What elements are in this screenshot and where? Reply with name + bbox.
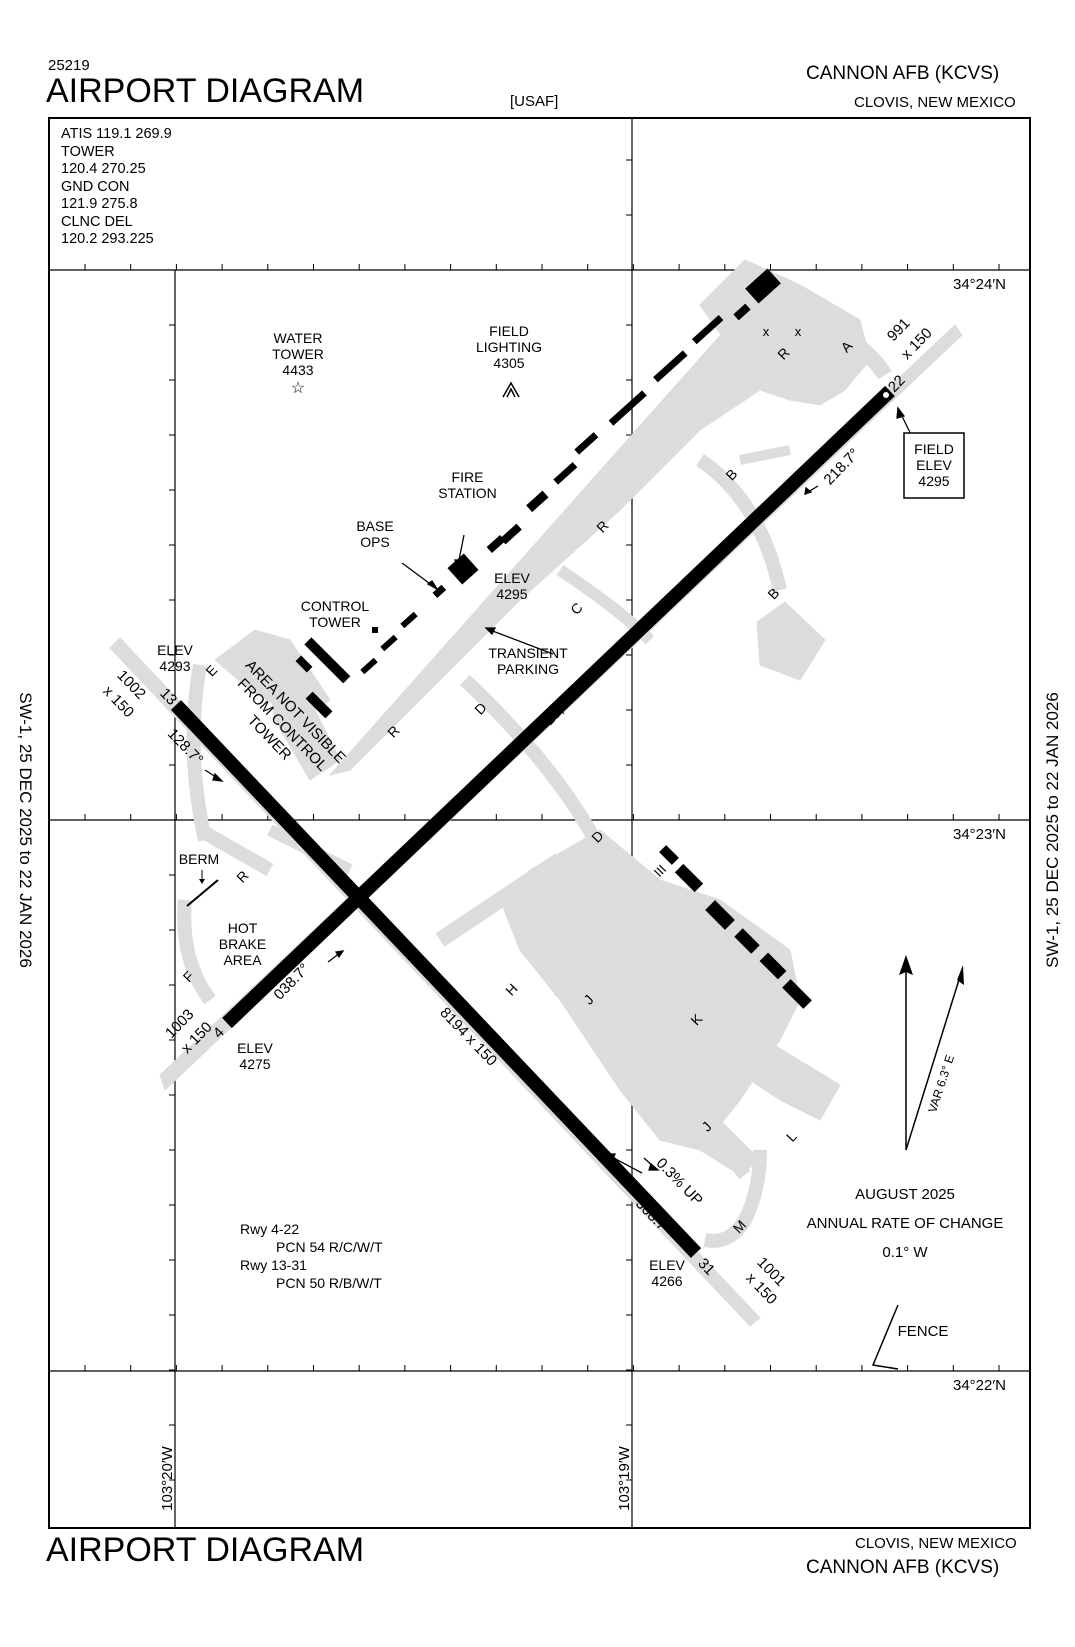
pcn-block: Rwy 4-22 PCN 54 R/C/W/T Rwy 13-31 PCN 50…: [240, 1220, 383, 1292]
mag-rate: 0.1° W: [882, 1244, 928, 1261]
grid-ticks: [84, 159, 1000, 1481]
footer-airport-name: CANNON AFB (KCVS): [806, 1557, 1000, 1578]
runway-13-31: [170, 700, 702, 1258]
footer-title: AIRPORT DIAGRAM: [46, 1531, 365, 1569]
svg-text:x: x: [795, 324, 802, 339]
buildings: [295, 268, 812, 1009]
berm-line: [186, 879, 219, 907]
magnetic-north-arrow: [905, 969, 963, 1151]
water-tower-label: WATER TOWER 4433: [272, 330, 324, 378]
page-title: AIRPORT DIAGRAM: [46, 72, 365, 110]
fire-station-label: FIRE STATION: [438, 469, 497, 501]
runway-31-elev-label: ELEV 4266: [649, 1257, 685, 1289]
field-elev-label: FIELD ELEV 4295: [914, 441, 954, 489]
latitude-label-3: 34°22′N: [953, 1377, 1007, 1394]
taxiway-L: L: [783, 1128, 800, 1145]
ground-frequency: 121.9 275.8: [61, 196, 138, 212]
city-name: CLOVIS, NEW MEXICO: [854, 94, 1016, 111]
taxiway-C: C: [567, 599, 586, 617]
field-lighting-label: FIELD LIGHTING 4305: [475, 323, 543, 371]
runway-4-22: [222, 385, 895, 1029]
runway-slope: 0.3% UP: [653, 1155, 706, 1209]
taxiway-R4: R: [233, 867, 252, 885]
tower-frequency: 120.4 270.25: [61, 161, 146, 177]
latitude-label-1: 34°24′N: [953, 276, 1007, 293]
ground-label: GND CON: [61, 178, 130, 195]
latitude-label-2: 34°23′N: [953, 826, 1007, 843]
hot-brake-area-label: HOT BRAKE AREA: [218, 920, 267, 968]
transient-parking-label: TRANSIENT PARKING: [488, 645, 568, 677]
svg-text:x: x: [763, 324, 770, 339]
chart-frame: [48, 117, 1031, 1529]
volume-number: 25219: [48, 57, 90, 74]
field-elev-box: [903, 432, 965, 499]
mag-var-label: VAR 6.3° E: [925, 1053, 957, 1114]
clearance-frequency: 120.2 293.225: [61, 231, 154, 247]
field-lighting-icon: [502, 381, 520, 398]
mag-date: AUGUST 2025: [855, 1186, 955, 1203]
airport-name: CANNON AFB (KCVS): [806, 63, 1000, 84]
pointer-arrows: [204, 406, 921, 1174]
magnetic-variation-info: AUGUST 2025 ANNUAL RATE OF CHANGE 0.1° W: [790, 1180, 1020, 1267]
pcn-rwy-4-22: Rwy 4-22: [240, 1221, 300, 1237]
control-tower-label: CONTROL TOWER: [300, 598, 370, 630]
fence-line: [871, 1304, 899, 1370]
fence-label: FENCE: [897, 1323, 949, 1340]
longitude-label-2: 103°19′W: [615, 1446, 633, 1511]
frequency-list: ATIS 119.1 269.9 TOWER 120.4 270.25 GND …: [61, 126, 172, 249]
longitude-label-1: 103°20′W: [158, 1446, 176, 1511]
base-ops-label: BASE OPS: [356, 518, 394, 550]
atis-frequency: ATIS 119.1 269.9: [61, 126, 172, 142]
apron-elev-label: ELEV 4295: [494, 570, 530, 602]
clearance-label: CLNC DEL: [61, 213, 133, 230]
pavement: [109, 259, 963, 1327]
water-tower-icon: ☆: [291, 380, 305, 397]
runway-13-elev-label: ELEV 4293: [157, 642, 193, 674]
mag-rate-label: ANNUAL RATE OF CHANGE: [806, 1215, 1004, 1232]
pcn-value-4-22: PCN 54 R/C/W/T: [276, 1239, 383, 1255]
runway-4-elev-label: ELEV 4275: [237, 1040, 273, 1072]
pcn-rwy-13-31: Rwy 13-31: [240, 1257, 307, 1273]
berm-label: BERM: [178, 851, 220, 867]
authority-label: [USAF]: [510, 93, 559, 110]
tower-label: TOWER: [61, 143, 115, 160]
footer-city: CLOVIS, NEW MEXICO: [855, 1535, 1017, 1552]
taxiway-H: H: [502, 980, 521, 998]
pcn-value-13-31: PCN 50 R/B/W/T: [276, 1275, 382, 1291]
